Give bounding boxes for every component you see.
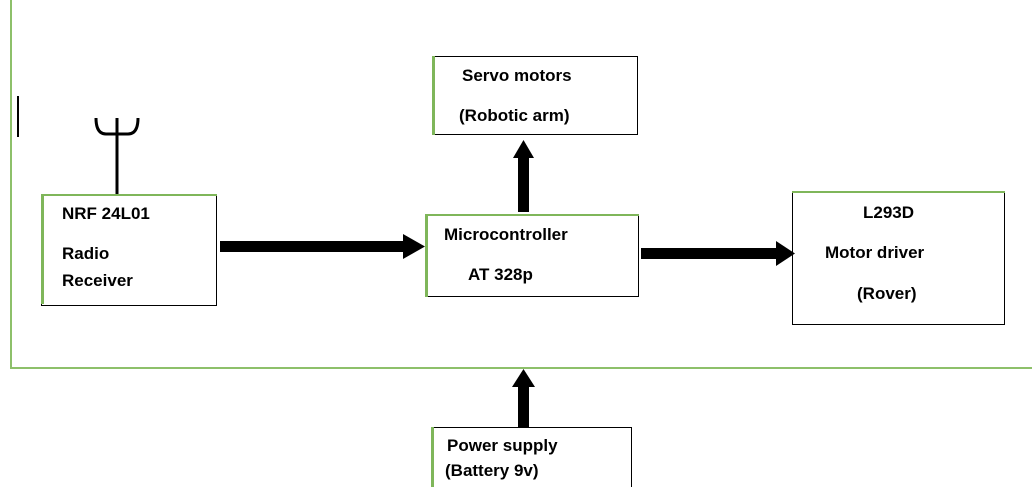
arrow-mcu-to-driver xyxy=(641,241,795,266)
receiver-label-line3: Receiver xyxy=(62,271,133,290)
servo-motors-block xyxy=(432,56,638,135)
power-label-line2: (Battery 9v) xyxy=(445,461,539,480)
arrow-receiver-to-mcu xyxy=(220,234,425,259)
arrow-power-to-mcu xyxy=(512,369,535,428)
power-label-line1: Power supply xyxy=(447,436,558,455)
power-supply-block xyxy=(431,427,632,487)
mcu-label-line2: AT 328p xyxy=(468,265,533,284)
driver-label-line1: L293D xyxy=(863,203,915,222)
receiver-label-line1: NRF 24L01 xyxy=(62,204,150,223)
mcu-label-line1: Microcontroller xyxy=(444,225,568,244)
driver-label-line3: (Rover) xyxy=(857,284,917,303)
microcontroller-block xyxy=(425,214,639,297)
servo-label-line2: (Robotic arm) xyxy=(459,106,570,125)
diagram-frame-left xyxy=(10,0,12,369)
servo-label-line1: Servo motors xyxy=(462,66,572,85)
arrow-mcu-to-servo xyxy=(513,140,534,212)
radio-receiver-block xyxy=(41,194,217,306)
text-cursor-mark xyxy=(17,96,19,137)
receiver-label-line2: Radio xyxy=(62,244,110,263)
driver-label-line2: Motor driver xyxy=(825,243,925,262)
diagram-frame-bottom xyxy=(10,367,1032,369)
